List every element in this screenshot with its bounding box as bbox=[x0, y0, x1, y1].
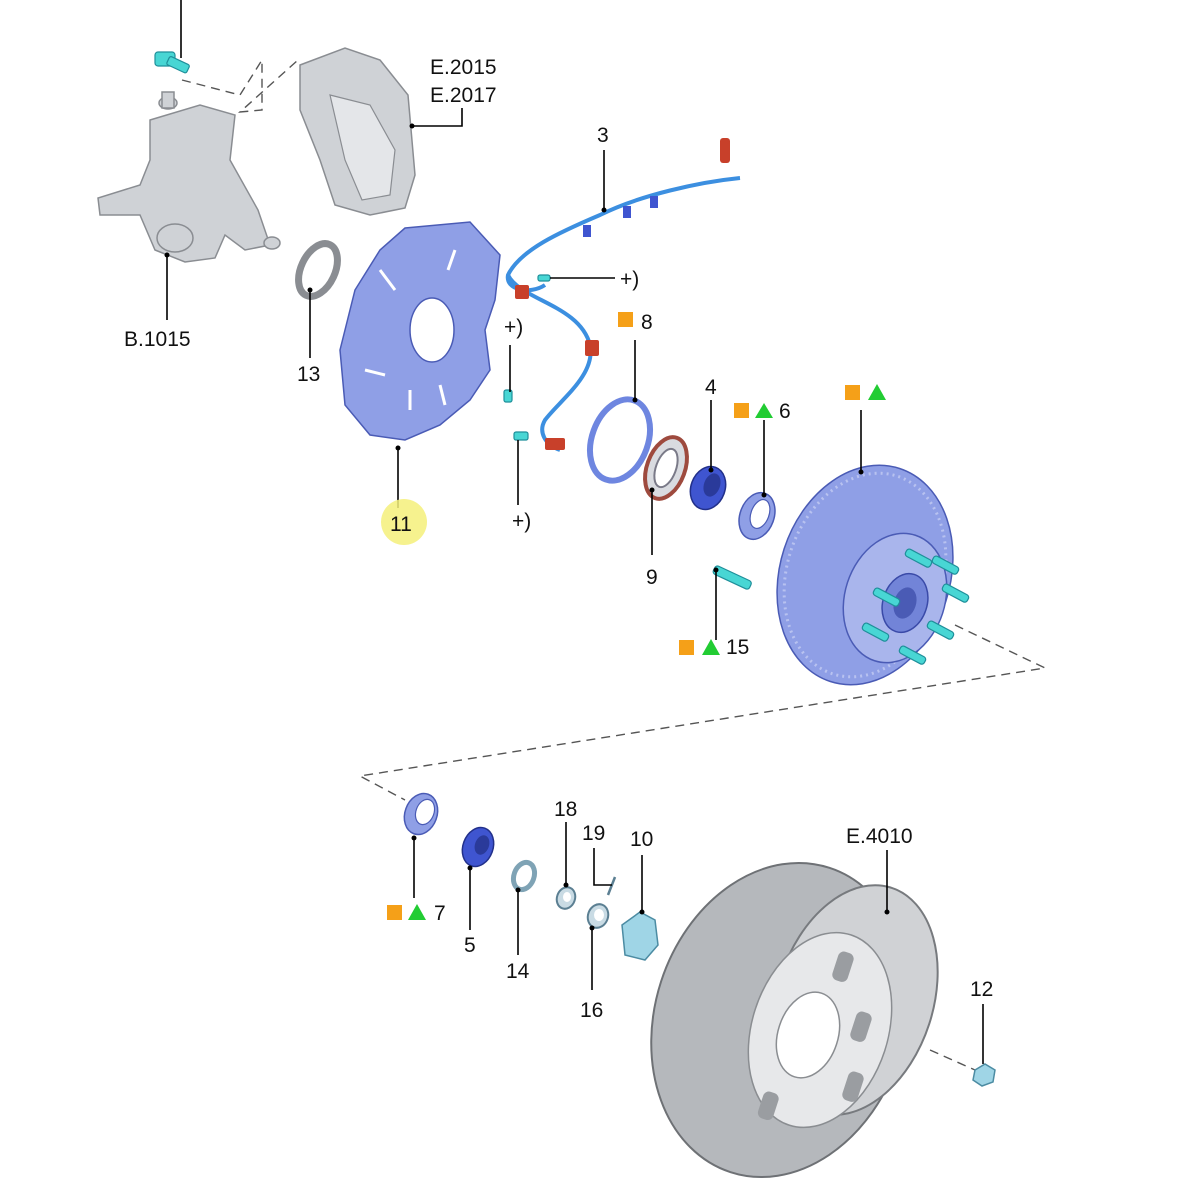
part-19-label: 19 bbox=[582, 822, 605, 845]
part-4-label: 4 bbox=[705, 376, 717, 399]
part-15-triangle-marker bbox=[702, 639, 720, 655]
brake-disc-hub[interactable] bbox=[750, 442, 981, 708]
caliper-bolt[interactable] bbox=[154, 0, 190, 74]
part-6-square-marker bbox=[734, 403, 749, 418]
brake-caliper[interactable] bbox=[299, 47, 416, 216]
part-5-label: 5 bbox=[464, 934, 476, 957]
part-6-bearing-race[interactable] bbox=[733, 488, 781, 545]
part-8-label: 8 bbox=[641, 311, 653, 334]
assembly-dashed-line-caliper bbox=[181, 57, 299, 113]
part-8-square-marker bbox=[618, 312, 633, 327]
part-16-nut-retainer[interactable] bbox=[584, 901, 611, 930]
steel-wheel-rim[interactable] bbox=[612, 829, 966, 1200]
part-5-outer-bearing[interactable] bbox=[457, 823, 499, 871]
part-7-square-marker bbox=[387, 905, 402, 920]
part-14-label: 14 bbox=[506, 960, 530, 983]
part-13-shim[interactable] bbox=[291, 237, 345, 302]
plus-note-1: +) bbox=[620, 268, 639, 291]
part-10-label: 10 bbox=[630, 828, 653, 851]
part-9-label: 9 bbox=[646, 566, 658, 589]
part-12-label: 12 bbox=[970, 978, 993, 1001]
part-3-abs-sensor-harness[interactable] bbox=[505, 138, 741, 452]
part-11-label: 11 bbox=[390, 513, 412, 536]
part-11-dust-shield[interactable] bbox=[339, 221, 501, 441]
caliper-ref-label-2: E.2017 bbox=[430, 84, 497, 107]
wheel-ref-label: E.4010 bbox=[846, 825, 913, 848]
assembly-dashed-line-hub bbox=[357, 624, 1048, 801]
caliper-ref-label-1: E.2015 bbox=[430, 56, 497, 79]
part-10-grease-cap[interactable] bbox=[621, 911, 659, 961]
part-14-washer[interactable] bbox=[510, 859, 538, 893]
part-16-label: 16 bbox=[580, 999, 603, 1022]
sensor-screw-2[interactable] bbox=[503, 389, 513, 403]
part-15-label: 15 bbox=[726, 636, 749, 659]
part-15-wheel-stud[interactable] bbox=[712, 565, 752, 590]
assembly-dashed-line-nut bbox=[929, 1049, 976, 1071]
knuckle-ref-label: B.1015 bbox=[124, 328, 191, 351]
part-7-triangle-marker bbox=[408, 904, 426, 920]
part-6-label: 6 bbox=[779, 400, 791, 423]
plus-note-3: +) bbox=[512, 510, 531, 533]
part-3-label: 3 bbox=[597, 124, 609, 147]
part-19-leader bbox=[593, 848, 612, 886]
caliper-leader bbox=[412, 108, 463, 127]
sensor-screw-3[interactable] bbox=[513, 431, 529, 441]
disc-triangle-marker bbox=[868, 384, 886, 400]
part-4-inner-bearing[interactable] bbox=[685, 462, 732, 515]
sensor-screw-1[interactable] bbox=[537, 274, 551, 282]
part-19-cotter-pin[interactable] bbox=[606, 876, 617, 896]
part-6-triangle-marker bbox=[755, 403, 773, 418]
part-18-spindle-nut[interactable] bbox=[554, 885, 578, 912]
part-15-square-marker bbox=[679, 640, 694, 655]
part-9-seal[interactable] bbox=[637, 431, 695, 504]
steering-knuckle[interactable] bbox=[97, 91, 281, 263]
disc-square-marker bbox=[845, 385, 860, 400]
part-7-outer-race[interactable] bbox=[399, 789, 443, 839]
part-13-label: 13 bbox=[297, 363, 320, 386]
part-11-highlight bbox=[381, 499, 427, 545]
plus-note-2: +) bbox=[504, 316, 523, 339]
part-7-label: 7 bbox=[434, 902, 446, 925]
part-18-label: 18 bbox=[554, 798, 577, 821]
part-12-lug-nut[interactable] bbox=[972, 1063, 996, 1087]
